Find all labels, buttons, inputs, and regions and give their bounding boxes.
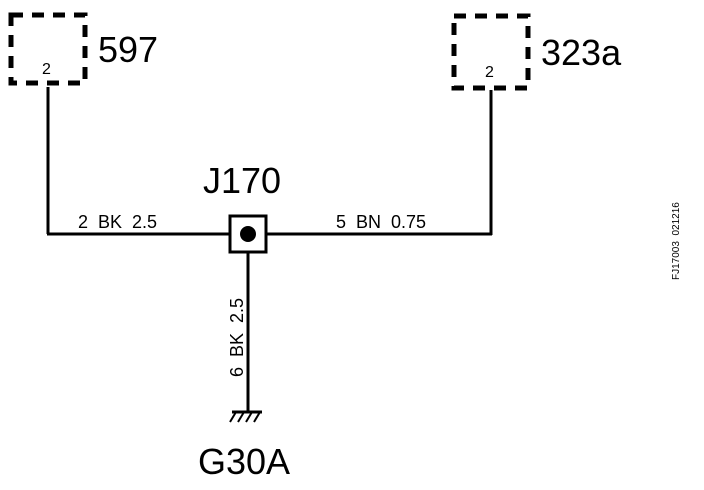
ground-symbol-icon xyxy=(229,410,262,423)
connector-323a-label: 323a xyxy=(541,32,622,73)
wire-597-label: 2 BK 2.5 xyxy=(78,212,157,232)
connector-323a-outline xyxy=(451,13,531,91)
connector-323a-pin-label: 2 xyxy=(485,64,494,81)
connector-323a: 2 323a xyxy=(451,13,622,91)
wire-ground-label: 6 BK 2.5 xyxy=(227,298,247,377)
ground-g30a: G30A xyxy=(198,410,290,482)
connector-597: 2 597 xyxy=(8,12,158,86)
ground-g30a-label: G30A xyxy=(198,441,290,482)
connector-597-pin-label: 2 xyxy=(42,61,51,78)
connector-597-outline xyxy=(8,12,88,86)
splice-j170: J170 xyxy=(203,160,281,254)
wire-j170-to-323a: 5 BN 0.75 xyxy=(266,90,493,236)
splice-j170-label: J170 xyxy=(203,160,281,201)
wire-597-to-j170: 2 BK 2.5 xyxy=(46,87,230,236)
wire-j170-to-g30a: 6 BK 2.5 xyxy=(227,252,250,412)
connector-597-label: 597 xyxy=(98,29,158,70)
wire-323a-label: 5 BN 0.75 xyxy=(336,212,426,232)
splice-j170-dot xyxy=(240,226,256,242)
figure-reference: FJ17003 021216 xyxy=(671,202,682,280)
